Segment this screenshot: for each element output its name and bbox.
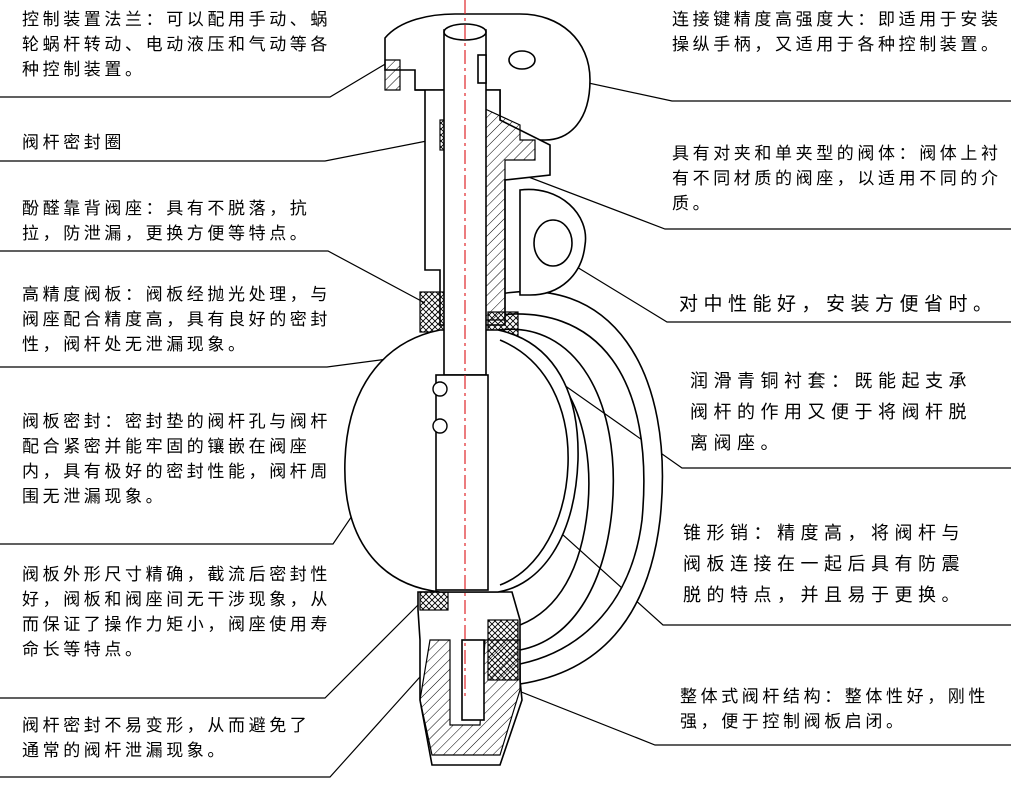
- body-type-label: 具有对夹和单夹型的阀体：阀体上衬有不同材质的阀座，以适用不同的介质。: [672, 144, 1002, 214]
- centering-label: 对中性能好，安装方便省时。: [679, 293, 998, 315]
- taper-pin-label: 锥形销：精度高，将阀杆与阀板连接在一起后具有防震脱的特点，并且易于更换。: [683, 523, 965, 606]
- precision-disc-label: 高精度阀板：阀板经抛光处理，与阀座配合精度高，具有良好的密封性，阀杆处无泄漏现象…: [22, 285, 331, 355]
- stem-seal-ring-label: 阀杆密封圈: [22, 133, 125, 153]
- flange-bolt-hole: [508, 50, 536, 70]
- phenolic-seat-label: 酚醛靠背阀座：具有不脱落，抗拉，防泄漏，更换方便等特点。: [22, 199, 311, 244]
- lug-hole: [533, 219, 573, 267]
- leader-lines-left: [0, 59, 456, 778]
- taper-pins: [432, 381, 448, 434]
- key-connection-label: 连接键精度高强度大：即适用于安装操纵手柄，又适用于各种控制装置。: [672, 10, 1002, 55]
- control-flange-label: 控制装置法兰：可以配用手动、蜗轮蜗杆转动、电动液压和气动等各种控制装置。: [22, 10, 331, 80]
- disc-seal-label: 阀板密封：密封垫的阀杆孔与阀杆配合紧密并能牢固的镶嵌在阀座内，具有极好的密封性能…: [22, 412, 331, 507]
- bronze-bushing-label: 润滑青铜衬套：既能起支承阀杆的作用又便于将阀杆脱离阀座。: [690, 371, 972, 454]
- integral-stem-label: 整体式阀杆结构：整体性好，刚性强，便于控制阀板启闭。: [680, 687, 989, 732]
- stem-seal-label: 阀杆密封不易变形，从而避免了通常的阀杆泄漏现象。: [22, 716, 311, 761]
- disc-shape-label: 阀板外形尺寸精确，截流后密封性好，阀板和阀座间无干涉现象，从而保证了操作力矩小，…: [22, 565, 331, 660]
